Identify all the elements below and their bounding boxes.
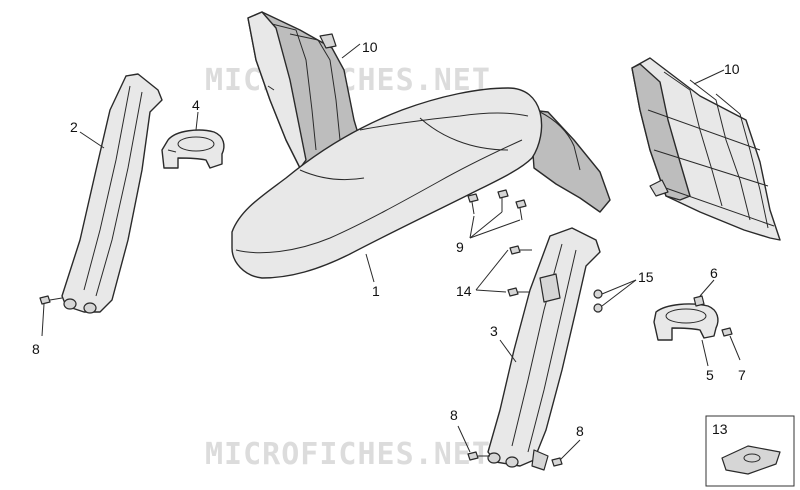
callout-8-mid: 8 (450, 407, 458, 423)
callout-13: 13 (712, 421, 728, 437)
fork-guard-left (61, 73, 163, 314)
callout-9: 9 (456, 239, 464, 255)
callout-6: 6 (710, 265, 718, 281)
callout-2: 2 (70, 119, 78, 135)
callout-7: 7 (738, 367, 746, 383)
bolts-14 (507, 245, 532, 297)
callout-14: 14 (456, 283, 472, 299)
callout-10-right: 10 (724, 61, 740, 77)
callout-5: 5 (706, 367, 714, 383)
callout-15: 15 (638, 269, 654, 285)
leader-lines (41, 43, 741, 461)
screw-set-9 (467, 189, 527, 221)
callout-4: 4 (192, 97, 200, 113)
clamp-right (653, 303, 719, 341)
inset-clip-13 (705, 415, 795, 487)
louver-panel-right (631, 57, 781, 241)
clamp-left (161, 129, 225, 169)
callout-1: 1 (372, 283, 380, 299)
fasteners-6-7 (693, 295, 733, 337)
screws-8 (39, 295, 563, 467)
louver-panel-left (247, 11, 361, 169)
front-fender (231, 87, 611, 279)
callout-10-left: 10 (362, 39, 378, 55)
callout-8-right: 8 (576, 423, 584, 439)
fork-guard-right (487, 227, 601, 471)
nuts-15 (593, 289, 603, 313)
callout-8-left: 8 (32, 341, 40, 357)
watermark-bottom: MICROFICHES.NET (205, 437, 491, 472)
callout-3: 3 (490, 323, 498, 339)
